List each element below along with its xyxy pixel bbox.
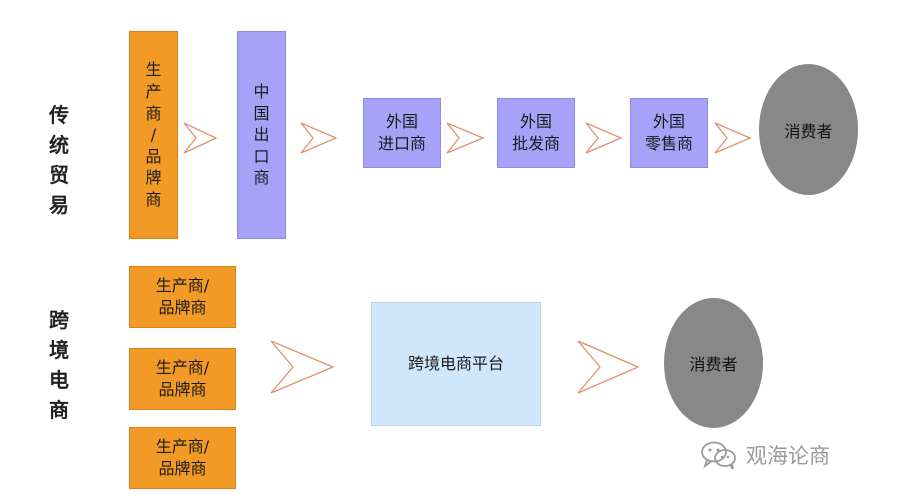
arrow-chevron-2: [300, 122, 338, 154]
consumer-circle-cross-border: 消费者: [664, 298, 763, 428]
arrow-chevron-7: [577, 340, 640, 394]
china-exporter-box: 中 国 出 口 商: [237, 31, 286, 239]
row-label-cross-border-ecommerce: 跨 境 电 商: [49, 308, 69, 422]
arrow-chevron-4: [585, 122, 623, 154]
watermark: 观海论商: [700, 440, 830, 470]
producer-brand-box-2: 生产商/ 品牌商: [129, 348, 236, 410]
consumer-circle-traditional: 消费者: [759, 64, 858, 195]
row-label-traditional-trade: 传 统 贸 易: [49, 103, 69, 217]
wechat-icon: [701, 441, 736, 470]
arrow-chevron-1: [183, 122, 218, 154]
arrow-chevron-3: [446, 122, 485, 154]
producer-brand-box-1: 生产商/ 品牌商: [129, 266, 236, 328]
foreign-importer-box: 外国 进口商: [363, 98, 441, 168]
cross-border-ecommerce-platform-box: 跨境电商平台: [371, 302, 541, 426]
foreign-wholesaler-box: 外国 批发商: [497, 98, 575, 168]
arrow-chevron-6: [270, 340, 335, 394]
foreign-retailer-box: 外国 零售商: [630, 98, 708, 168]
producer-brand-box-3: 生产商/ 品牌商: [129, 427, 236, 489]
arrow-chevron-5: [714, 122, 752, 154]
producer-brand-box: 生 产 商 / 品 牌 商: [129, 31, 178, 239]
watermark-text: 观海论商: [746, 444, 830, 468]
